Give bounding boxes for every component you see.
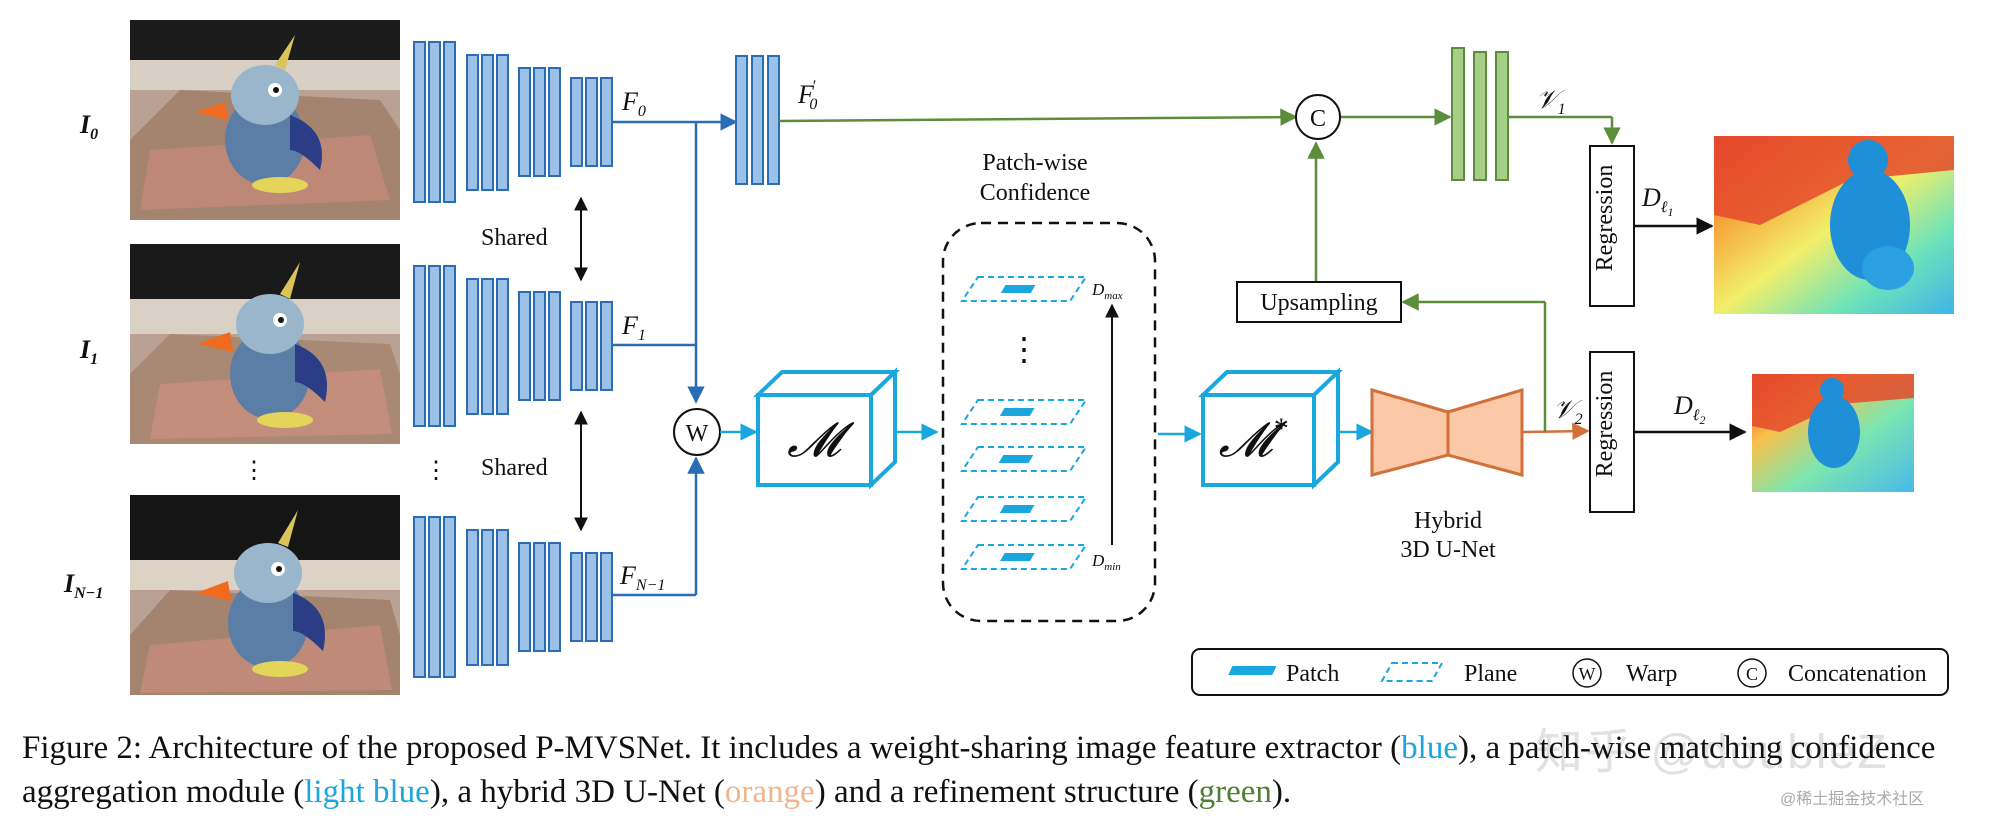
caption-mid2: ), a hybrid 3D U-Net ( (429, 774, 725, 810)
svg-text:Regression: Regression (1592, 165, 1618, 272)
caption-blue: blue (1401, 730, 1458, 766)
ellipsis-planes: ⋮ (1008, 331, 1040, 367)
input-label-1: I1 (79, 335, 98, 368)
patch (998, 455, 1034, 463)
legend-plane-icon (1380, 662, 1444, 682)
caption-orange: orange (724, 774, 815, 810)
depth2-label: Dℓ2 (1673, 391, 1705, 427)
caption-suffix: ). (1271, 774, 1292, 810)
legend-patch-label: Patch (1286, 661, 1339, 687)
feature-label-1: F1 (621, 311, 646, 344)
refinement-feedback-lines (1307, 108, 1621, 432)
plane (960, 544, 1088, 570)
shared-label-top: Shared (481, 225, 548, 251)
plane (960, 399, 1088, 425)
confidence-title-line2: Confidence (980, 180, 1091, 206)
depth-map-2 (1752, 374, 1914, 492)
legend-patch-icon (1228, 666, 1277, 675)
input-label-n-1: IN−1 (63, 569, 103, 602)
depth-map-1 (1714, 136, 1954, 314)
caption-green: green (1198, 774, 1272, 810)
legend-plane-label: Plane (1464, 661, 1517, 687)
d-min-label: Dmin (1091, 551, 1121, 573)
legend-warp-symbol: W (1579, 664, 1596, 684)
warp-node: W (673, 408, 721, 456)
plane (960, 276, 1088, 302)
feature-extractor-0 (413, 41, 613, 203)
feature-extractor-n-1 (413, 516, 613, 678)
legend-concat-label: Concatenation (1788, 661, 1927, 687)
caption-light-blue: light blue (304, 774, 430, 810)
legend-concat-icon (1737, 658, 1767, 688)
watermark: 知乎 @doubleZ (1535, 726, 1889, 779)
feature-routing (612, 113, 738, 597)
legend-warp-icon (1572, 658, 1602, 688)
input-image-0 (130, 20, 400, 220)
patch (999, 505, 1035, 513)
input-image-1 (130, 244, 400, 444)
caption-prefix: Figure 2: Architecture of the proposed P… (22, 730, 1402, 766)
feature-label-0: F0 (621, 87, 646, 120)
feature-extractor-1 (413, 265, 613, 427)
v1-label: 𝒱1 (1536, 85, 1566, 118)
upsampling-label: Upsampling (1260, 290, 1377, 316)
upsampling-box (1236, 281, 1402, 323)
shared-label-bottom: Shared (481, 455, 548, 481)
confidence-box (941, 221, 1157, 623)
confidence-title-line1: Patch-wise (982, 150, 1087, 176)
patch (999, 408, 1035, 416)
v2-label: 𝒱2 (1553, 395, 1583, 428)
cost-volume-cube (753, 367, 900, 490)
unet-label-line1: Hybrid (1414, 508, 1482, 534)
plane (960, 446, 1088, 472)
confidence-planes: ⋮ (960, 276, 1088, 570)
concat-node: C (1295, 94, 1341, 140)
legend-warp-label: Warp (1626, 661, 1677, 687)
refinement-stack (1451, 47, 1509, 181)
input-ellipsis: ⋮ (242, 458, 266, 484)
stack-ellipsis: ⋮ (424, 458, 448, 484)
figure-caption: Figure 2: Architecture of the proposed P… (22, 726, 1982, 814)
depth1-label: Dℓ1 (1641, 183, 1673, 219)
regression-box-1: Regression (1589, 145, 1635, 307)
d-max-label: Dmax (1091, 280, 1123, 302)
svg-text:W: W (686, 421, 709, 447)
plane (960, 496, 1088, 522)
unet-to-regression2-line (1521, 422, 1590, 440)
legend: Patch Plane W Warp C Concatenation (1191, 648, 1949, 696)
refined-feature-stack (735, 55, 780, 185)
patch (1000, 285, 1036, 293)
svg-text:Regression: Regression (1592, 371, 1618, 478)
input-label-0: I0 (79, 110, 98, 143)
watermark-small: @稀土掘金技术社区 (1780, 791, 1925, 808)
patch (1000, 553, 1035, 561)
legend-concat-symbol: C (1746, 664, 1758, 684)
refined-to-concat-line (778, 108, 1298, 126)
feature-label-n-1: FN−1 (619, 561, 665, 594)
input-image-n-1 (130, 495, 400, 695)
regression-box-2: Regression (1589, 351, 1635, 513)
svg-text:C: C (1310, 106, 1326, 132)
refined-feature-label: F′0 (797, 78, 817, 113)
caption-mid3: ) and a refinement structure ( (814, 774, 1199, 810)
caption-mid1: ), a patch-wise matching confidence aggr… (22, 730, 1936, 810)
unet-label-line2: 3D U-Net (1400, 537, 1496, 563)
cost-volume-star-cube (1198, 367, 1343, 490)
